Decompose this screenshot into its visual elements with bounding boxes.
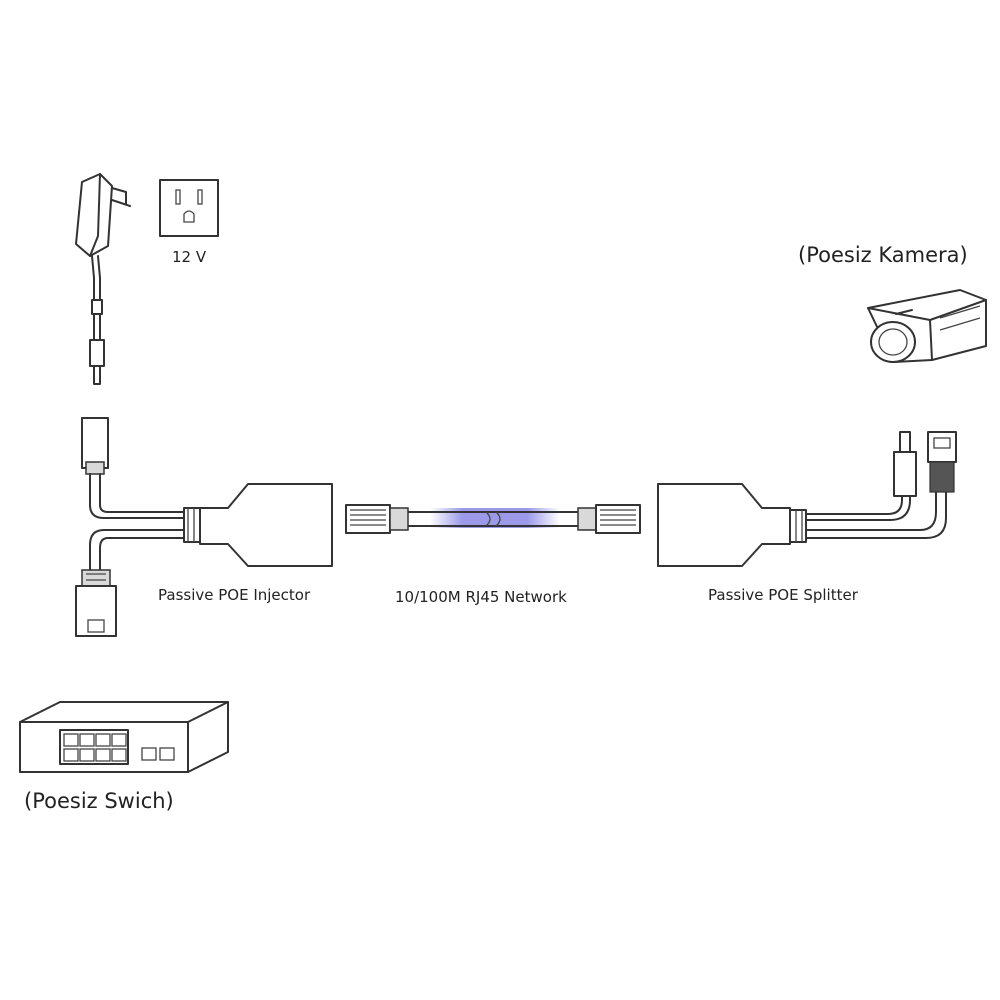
switch-label: (Poesiz Swich) (24, 789, 174, 813)
rj45-plug-icon (927, 431, 957, 493)
network-switch-icon (19, 701, 229, 773)
power-adapter-icon (75, 173, 131, 385)
wall-outlet-icon (159, 179, 219, 237)
injector-label: Passive POE Injector (158, 586, 311, 604)
camera-icon (867, 289, 987, 363)
poe-splitter-icon (657, 483, 947, 567)
poe-injector-icon (89, 483, 333, 571)
network-cable-icon (345, 504, 641, 534)
network-label: 10/100M RJ45 Network (395, 588, 567, 606)
outlet-voltage-label: 12 V (172, 248, 207, 266)
camera-label: (Poesiz Kamera) (798, 243, 968, 267)
dc-jack-icon (81, 417, 109, 506)
splitter-label: Passive POE Splitter (708, 586, 859, 604)
dc-plug-icon (893, 431, 917, 497)
rj45-port-icon (75, 569, 117, 637)
